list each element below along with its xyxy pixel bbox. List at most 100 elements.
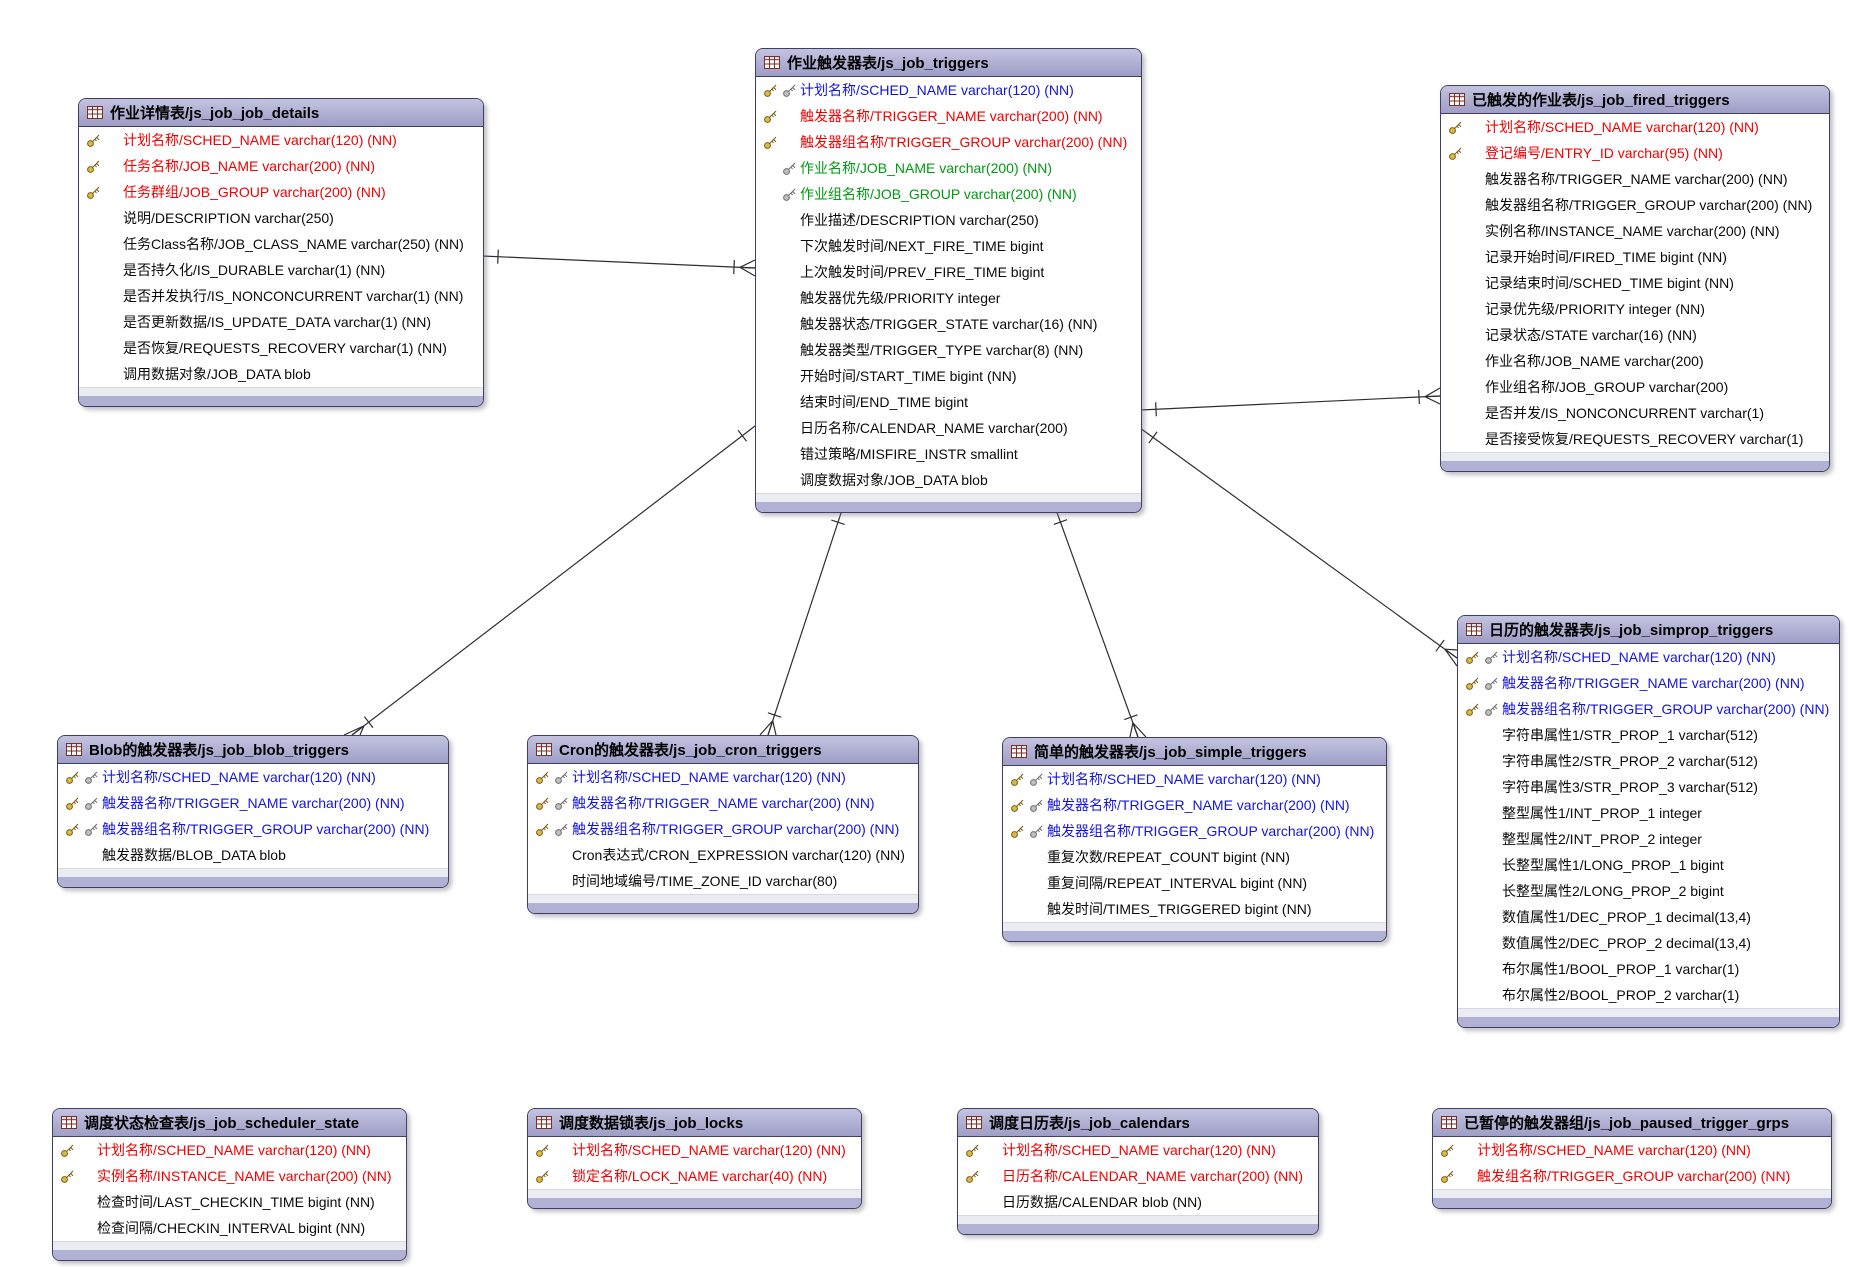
field-row[interactable]: Cron表达式/CRON_EXPRESSION varchar(120) (NN… [528, 842, 918, 868]
entity-header[interactable]: 日历的触发器表/js_job_simprop_triggers [1458, 616, 1839, 644]
field-row[interactable]: 计划名称/SCHED_NAME varchar(120) (NN) [58, 764, 448, 790]
field-row[interactable]: 调用数据对象/JOB_DATA blob [79, 361, 483, 387]
field-row[interactable]: 作业组名称/JOB_GROUP varchar(200) (NN) [756, 181, 1141, 207]
field-row[interactable]: 记录结束时间/SCHED_TIME bigint (NN) [1441, 270, 1829, 296]
field-row[interactable]: 重复间隔/REPEAT_INTERVAL bigint (NN) [1003, 870, 1386, 896]
field-row[interactable]: 是否恢复/REQUESTS_RECOVERY varchar(1) (NN) [79, 335, 483, 361]
field-row[interactable]: 计划名称/SCHED_NAME varchar(120) (NN) [1003, 766, 1386, 792]
field-row[interactable]: 计划名称/SCHED_NAME varchar(120) (NN) [1433, 1137, 1831, 1163]
field-row[interactable]: 触发器组名称/TRIGGER_GROUP varchar(200) (NN) [1003, 818, 1386, 844]
field-row[interactable]: 作业名称/JOB_NAME varchar(200) [1441, 348, 1829, 374]
field-row[interactable]: 长整型属性1/LONG_PROP_1 bigint [1458, 852, 1839, 878]
field-row[interactable]: 记录开始时间/FIRED_TIME bigint (NN) [1441, 244, 1829, 270]
field-row[interactable]: 触发组名称/TRIGGER_GROUP varchar(200) (NN) [1433, 1163, 1831, 1189]
field-row[interactable]: 计划名称/SCHED_NAME varchar(120) (NN) [528, 1137, 861, 1163]
field-row[interactable]: 是否接受恢复/REQUESTS_RECOVERY varchar(1) [1441, 426, 1829, 452]
field-row[interactable]: 整型属性2/INT_PROP_2 integer [1458, 826, 1839, 852]
field-row[interactable]: 检查间隔/CHECKIN_INTERVAL bigint (NN) [53, 1215, 406, 1241]
field-row[interactable]: 调度数据对象/JOB_DATA blob [756, 467, 1141, 493]
field-row[interactable]: 作业组名称/JOB_GROUP varchar(200) [1441, 374, 1829, 400]
field-row[interactable]: 任务群组/JOB_GROUP varchar(200) (NN) [79, 179, 483, 205]
field-row[interactable]: 计划名称/SCHED_NAME varchar(120) (NN) [79, 127, 483, 153]
field-row[interactable]: 计划名称/SCHED_NAME varchar(120) (NN) [528, 764, 918, 790]
field-row[interactable]: 长整型属性2/LONG_PROP_2 bigint [1458, 878, 1839, 904]
field-row[interactable]: 日历名称/CALENDAR_NAME varchar(200) (NN) [958, 1163, 1318, 1189]
field-row[interactable]: 记录状态/STATE varchar(16) (NN) [1441, 322, 1829, 348]
field-row[interactable]: 结束时间/END_TIME bigint [756, 389, 1141, 415]
field-row[interactable]: 触发器名称/TRIGGER_NAME varchar(200) (NN) [756, 103, 1141, 129]
field-row[interactable]: 任务名称/JOB_NAME varchar(200) (NN) [79, 153, 483, 179]
field-row[interactable]: 布尔属性2/BOOL_PROP_2 varchar(1) [1458, 982, 1839, 1008]
field-row[interactable]: 触发器数据/BLOB_DATA blob [58, 842, 448, 868]
field-row[interactable]: 作业描述/DESCRIPTION varchar(250) [756, 207, 1141, 233]
entity-header[interactable]: 作业详情表/js_job_job_details [79, 99, 483, 127]
field-row[interactable]: 下次触发时间/NEXT_FIRE_TIME bigint [756, 233, 1141, 259]
entity-header[interactable]: 作业触发器表/js_job_triggers [756, 49, 1141, 77]
entity-header[interactable]: Blob的触发器表/js_job_blob_triggers [58, 736, 448, 764]
field-row[interactable]: 是否并发/IS_NONCONCURRENT varchar(1) [1441, 400, 1829, 426]
field-row[interactable]: 是否更新数据/IS_UPDATE_DATA varchar(1) (NN) [79, 309, 483, 335]
field-row[interactable]: 触发器组名称/TRIGGER_GROUP varchar(200) (NN) [1441, 192, 1829, 218]
field-row[interactable]: 锁定名称/LOCK_NAME varchar(40) (NN) [528, 1163, 861, 1189]
field-row[interactable]: 计划名称/SCHED_NAME varchar(120) (NN) [53, 1137, 406, 1163]
field-row[interactable]: 字符串属性2/STR_PROP_2 varchar(512) [1458, 748, 1839, 774]
field-row[interactable]: 数值属性2/DEC_PROP_2 decimal(13,4) [1458, 930, 1839, 956]
field-row[interactable]: 触发器状态/TRIGGER_STATE varchar(16) (NN) [756, 311, 1141, 337]
entity-header[interactable]: 调度状态检查表/js_job_scheduler_state [53, 1109, 406, 1137]
field-row[interactable]: 日历名称/CALENDAR_NAME varchar(200) [756, 415, 1141, 441]
field-row[interactable]: 触发器名称/TRIGGER_NAME varchar(200) (NN) [1003, 792, 1386, 818]
field-row[interactable]: 登记编号/ENTRY_ID varchar(95) (NN) [1441, 140, 1829, 166]
field-row[interactable]: 触发器名称/TRIGGER_NAME varchar(200) (NN) [1441, 166, 1829, 192]
field-row[interactable]: 是否并发执行/IS_NONCONCURRENT varchar(1) (NN) [79, 283, 483, 309]
field-row[interactable]: 整型属性1/INT_PROP_1 integer [1458, 800, 1839, 826]
field-row[interactable]: 触发器组名称/TRIGGER_GROUP varchar(200) (NN) [528, 816, 918, 842]
field-row[interactable]: 计划名称/SCHED_NAME varchar(120) (NN) [1458, 644, 1839, 670]
field-row[interactable]: 计划名称/SCHED_NAME varchar(120) (NN) [958, 1137, 1318, 1163]
field-row[interactable]: 数值属性1/DEC_PROP_1 decimal(13,4) [1458, 904, 1839, 930]
field-row[interactable]: 触发器名称/TRIGGER_NAME varchar(200) (NN) [528, 790, 918, 816]
field-row[interactable]: 是否持久化/IS_DURABLE varchar(1) (NN) [79, 257, 483, 283]
entity-header[interactable]: 调度数据锁表/js_job_locks [528, 1109, 861, 1137]
field-row[interactable]: 字符串属性3/STR_PROP_3 varchar(512) [1458, 774, 1839, 800]
field-row[interactable]: 重复次数/REPEAT_COUNT bigint (NN) [1003, 844, 1386, 870]
field-row[interactable]: 检查时间/LAST_CHECKIN_TIME bigint (NN) [53, 1189, 406, 1215]
entity-header[interactable]: 已暂停的触发器组/js_job_paused_trigger_grps [1433, 1109, 1831, 1137]
entity-header[interactable]: 已触发的作业表/js_job_fired_triggers [1441, 86, 1829, 114]
field-row[interactable]: 开始时间/START_TIME bigint (NN) [756, 363, 1141, 389]
field-row[interactable]: 时间地域编号/TIME_ZONE_ID varchar(80) [528, 868, 918, 894]
field-row[interactable]: 上次触发时间/PREV_FIRE_TIME bigint [756, 259, 1141, 285]
field-row[interactable]: 字符串属性1/STR_PROP_1 varchar(512) [1458, 722, 1839, 748]
field-row[interactable]: 触发器组名称/TRIGGER_GROUP varchar(200) (NN) [58, 816, 448, 842]
field-row[interactable]: 计划名称/SCHED_NAME varchar(120) (NN) [756, 77, 1141, 103]
field-row[interactable]: 任务Class名称/JOB_CLASS_NAME varchar(250) (N… [79, 231, 483, 257]
field-row[interactable]: 记录优先级/PRIORITY integer (NN) [1441, 296, 1829, 322]
field-row[interactable]: 实例名称/INSTANCE_NAME varchar(200) (NN) [1441, 218, 1829, 244]
field-row[interactable]: 错过策略/MISFIRE_INSTR smallint [756, 441, 1141, 467]
entity-header[interactable]: 调度日历表/js_job_calendars [958, 1109, 1318, 1137]
field-row[interactable]: 触发器类型/TRIGGER_TYPE varchar(8) (NN) [756, 337, 1141, 363]
field-row[interactable]: 触发器优先级/PRIORITY integer [756, 285, 1141, 311]
field-row[interactable]: 触发器名称/TRIGGER_NAME varchar(200) (NN) [58, 790, 448, 816]
field-row[interactable]: 触发器组名称/TRIGGER_GROUP varchar(200) (NN) [756, 129, 1141, 155]
entity-header[interactable]: Cron的触发器表/js_job_cron_triggers [528, 736, 918, 764]
field-row[interactable]: 计划名称/SCHED_NAME varchar(120) (NN) [1441, 114, 1829, 140]
field-row[interactable]: 布尔属性1/BOOL_PROP_1 varchar(1) [1458, 956, 1839, 982]
field-row[interactable]: 触发器组名称/TRIGGER_GROUP varchar(200) (NN) [1458, 696, 1839, 722]
field-row[interactable]: 实例名称/INSTANCE_NAME varchar(200) (NN) [53, 1163, 406, 1189]
field-row[interactable]: 触发时间/TIMES_TRIGGERED bigint (NN) [1003, 896, 1386, 922]
field-row[interactable]: 作业名称/JOB_NAME varchar(200) (NN) [756, 155, 1141, 181]
field-row[interactable]: 说明/DESCRIPTION varchar(250) [79, 205, 483, 231]
field-row[interactable]: 日历数据/CALENDAR blob (NN) [958, 1189, 1318, 1215]
field-row[interactable]: 触发器名称/TRIGGER_NAME varchar(200) (NN) [1458, 670, 1839, 696]
entity-header[interactable]: 简单的触发器表/js_job_simple_triggers [1003, 738, 1386, 766]
